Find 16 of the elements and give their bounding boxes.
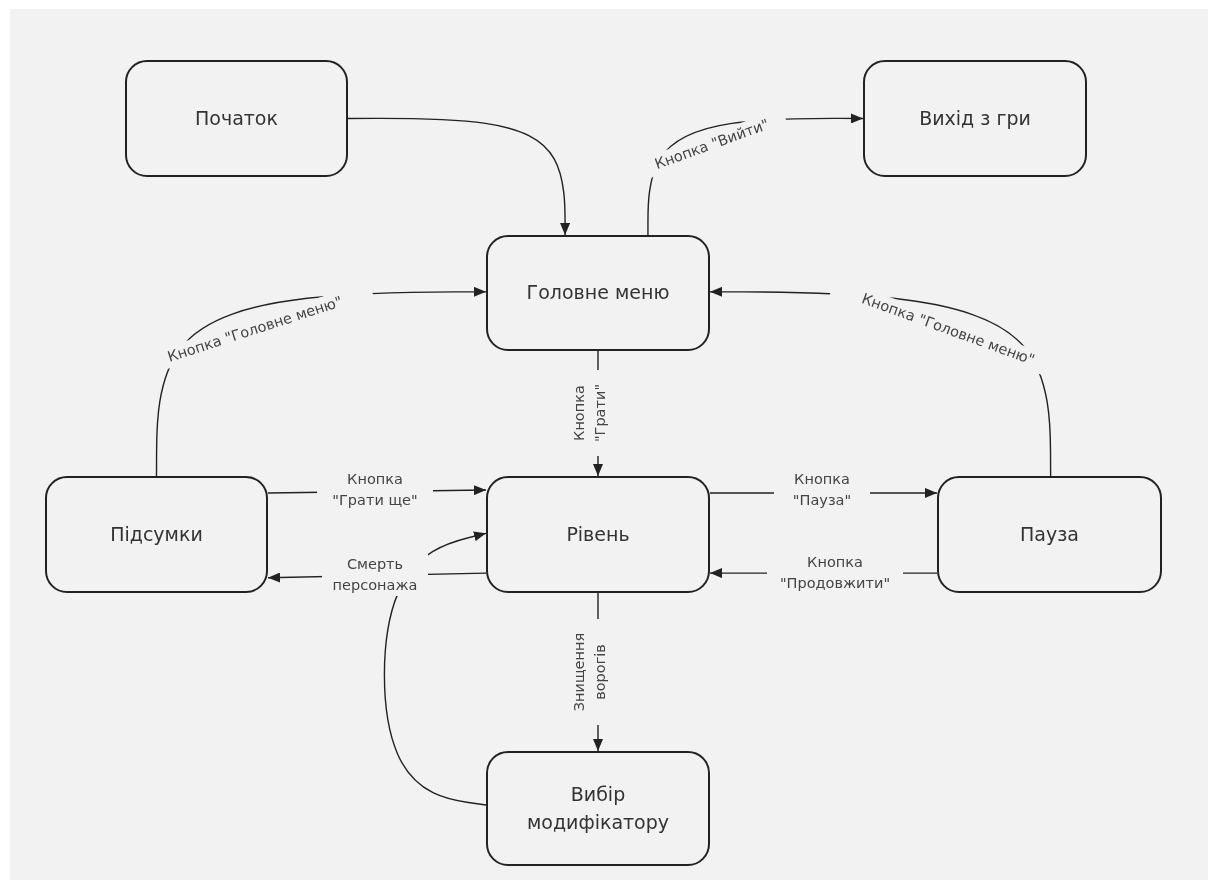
state-name: Підсумки (110, 521, 203, 547)
state-name: Початок (195, 105, 278, 131)
state-box (486, 235, 710, 351)
state-box (45, 476, 268, 593)
state-name: Головне меню (526, 280, 670, 306)
state-box (125, 60, 348, 177)
edge-label: Смерть персонажа (322, 554, 428, 596)
state-box (486, 476, 710, 593)
arrow (347, 117, 571, 236)
state-box (863, 60, 1087, 177)
state-name: Вибір модифікатору (525, 781, 671, 835)
state-name: Вихід з гри (919, 105, 1031, 131)
state-box (937, 476, 1162, 593)
state-name: Рівень (566, 521, 630, 547)
state-name: Пауза (1020, 521, 1079, 547)
state-box (486, 751, 710, 866)
